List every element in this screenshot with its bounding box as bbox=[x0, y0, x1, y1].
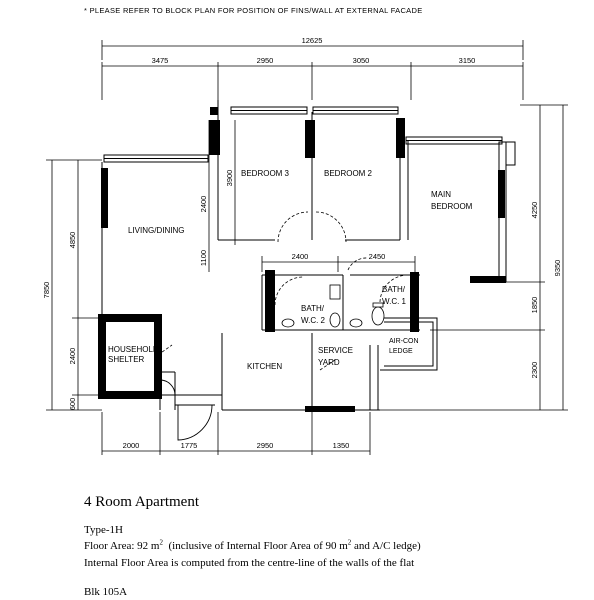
label-main-bedroom-2: BEDROOM bbox=[431, 202, 473, 211]
dim-bottom-1: 2000 bbox=[123, 441, 140, 450]
facade-note: * PLEASE REFER TO BLOCK PLAN FOR POSITIO… bbox=[84, 6, 423, 15]
dim-inner-3900: 3900 bbox=[225, 170, 234, 187]
block-number: Blk 105A bbox=[84, 586, 128, 598]
structural-walls bbox=[101, 107, 506, 412]
label-shelter-1: HOUSEHOLD bbox=[108, 345, 159, 354]
label-bath-1-2: W.C. 1 bbox=[382, 297, 407, 306]
label-bath-2-2: W.C. 2 bbox=[301, 316, 326, 325]
dim-left-3: 600 bbox=[68, 398, 77, 411]
dim-top-4: 3150 bbox=[459, 56, 476, 65]
floor-area: Floor Area: 92 m2 (inclusive of Internal… bbox=[84, 538, 421, 552]
apartment-type: Type-1H bbox=[84, 524, 123, 536]
dim-bottom-2: 1775 bbox=[181, 441, 198, 450]
door-swings bbox=[157, 211, 409, 371]
dim-right-3: 2300 bbox=[530, 362, 539, 379]
area-note: Internal Floor Area is computed from the… bbox=[84, 557, 415, 569]
floor-area-a: Floor Area: 92 m bbox=[84, 540, 160, 552]
dim-inner-2400-side: 2400 bbox=[199, 196, 208, 213]
dim-top-2: 2950 bbox=[257, 56, 274, 65]
label-kitchen: KITCHEN bbox=[247, 362, 282, 371]
dim-right-outer: 9350 bbox=[553, 260, 562, 277]
label-service-yard-1: SERVICE bbox=[318, 346, 353, 355]
bathroom-fixtures bbox=[281, 284, 385, 328]
dim-top-1: 3475 bbox=[152, 56, 169, 65]
household-shelter bbox=[98, 314, 162, 399]
label-service-yard-2: YARD bbox=[318, 358, 340, 367]
dim-left-outer: 7850 bbox=[42, 282, 51, 299]
label-shelter-2: SHELTER bbox=[108, 355, 145, 364]
dim-bottom-3: 2950 bbox=[257, 441, 274, 450]
entrance-doors bbox=[159, 379, 213, 441]
label-bedroom-3: BEDROOM 3 bbox=[241, 169, 290, 178]
label-aircon-1: AIR-CON bbox=[389, 338, 419, 345]
apartment-title: 4 Room Apartment bbox=[84, 494, 199, 510]
dim-left-2: 2400 bbox=[68, 348, 77, 365]
dim-right-2: 1850 bbox=[530, 297, 539, 314]
dim-total-width: 12625 bbox=[302, 36, 323, 45]
room-labels: LIVING/DINING BEDROOM 3 BEDROOM 2 MAIN B… bbox=[108, 169, 473, 371]
floor-area-sup1: 2 bbox=[159, 538, 163, 547]
dimension-lines bbox=[46, 40, 568, 455]
dim-top-3: 3050 bbox=[353, 56, 370, 65]
dimension-labels: 12625 3475 2950 3050 3150 2000 1775 2950… bbox=[42, 36, 562, 450]
floor-plan: 12625 3475 2950 3050 3150 2000 1775 2950… bbox=[42, 36, 568, 455]
label-bath-2-1: BATH/ bbox=[301, 304, 325, 313]
floor-area-b: (inclusive of Internal Floor Area of 90 … bbox=[162, 540, 348, 552]
floor-area-sup2: 2 bbox=[347, 538, 352, 547]
label-living-dining: LIVING/DINING bbox=[128, 226, 184, 235]
dim-inner-2400: 2400 bbox=[292, 252, 309, 261]
label-main-bedroom-1: MAIN bbox=[431, 190, 451, 199]
label-bath-1-1: BATH/ bbox=[382, 285, 406, 294]
floor-area-c: and A/C ledge) bbox=[351, 540, 421, 552]
dim-bottom-4: 1350 bbox=[333, 441, 350, 450]
dim-right-1: 4250 bbox=[530, 202, 539, 219]
dim-left-1: 4850 bbox=[68, 232, 77, 249]
dim-inner-1100: 1100 bbox=[199, 250, 208, 266]
dim-inner-2450: 2450 bbox=[369, 252, 386, 261]
label-bedroom-2: BEDROOM 2 bbox=[324, 169, 373, 178]
label-aircon-2: LEDGE bbox=[389, 348, 413, 355]
